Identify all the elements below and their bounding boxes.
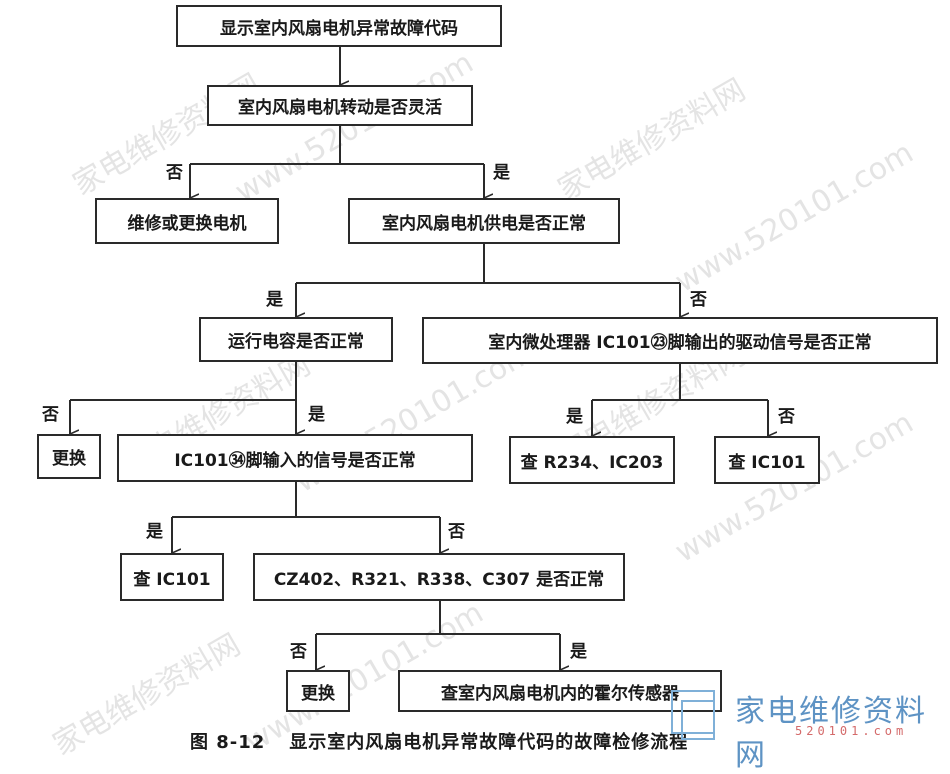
branch-label-no: 否 [166, 163, 183, 183]
node-check-ic101-b: 查 IC101 [120, 553, 224, 601]
node-show-fault-code: 显示室内风扇电机异常故障代码 [176, 5, 502, 47]
node-mcu-drive-signal-check: 室内微处理器 IC101㉓脚输出的驱动信号是否正常 [422, 317, 938, 364]
branch-label-no: 否 [690, 290, 707, 310]
node-capacitor-check: 运行电容是否正常 [199, 317, 393, 362]
figure-number: 图 8-12 [190, 732, 266, 753]
site-logo: 家电维修资料网 520101.com [665, 686, 945, 773]
figure-caption: 图 8-12 显示室内风扇电机异常故障代码的故障检修流程 [190, 728, 688, 754]
branch-label-no: 否 [290, 642, 307, 662]
node-check-r234-ic203: 查 R234、IC203 [509, 436, 675, 484]
branch-label-yes: 是 [308, 405, 325, 425]
branch-label-no: 否 [778, 407, 795, 427]
node-ic101-input-signal-check: IC101㉞脚输入的信号是否正常 [117, 434, 473, 482]
logo-square-icon [681, 700, 715, 740]
node-check-ic101-a: 查 IC101 [714, 436, 820, 484]
branch-label-yes: 是 [146, 522, 163, 542]
node-replace-components: 更换 [286, 670, 350, 712]
node-components-check: CZ402、R321、R338、C307 是否正常 [253, 553, 625, 601]
node-check-hall-sensor: 查室内风扇电机内的霍尔传感器 [398, 670, 722, 712]
node-repair-replace-motor: 维修或更换电机 [95, 198, 279, 244]
node-motor-power-check: 室内风扇电机供电是否正常 [348, 198, 620, 244]
branch-label-yes: 是 [493, 163, 510, 183]
branch-label-yes: 是 [570, 642, 587, 662]
branch-label-no: 否 [42, 405, 59, 425]
logo-url: 520101.com [795, 724, 908, 738]
branch-label-no: 否 [448, 522, 465, 542]
branch-label-yes: 是 [266, 290, 283, 310]
node-replace-capacitor: 更换 [37, 434, 101, 479]
figure-title: 显示室内风扇电机异常故障代码的故障检修流程 [289, 732, 689, 753]
branch-label-yes: 是 [566, 407, 583, 427]
node-motor-rotation-check: 室内风扇电机转动是否灵活 [207, 85, 473, 126]
logo-name: 家电维修资料网 [735, 694, 927, 773]
